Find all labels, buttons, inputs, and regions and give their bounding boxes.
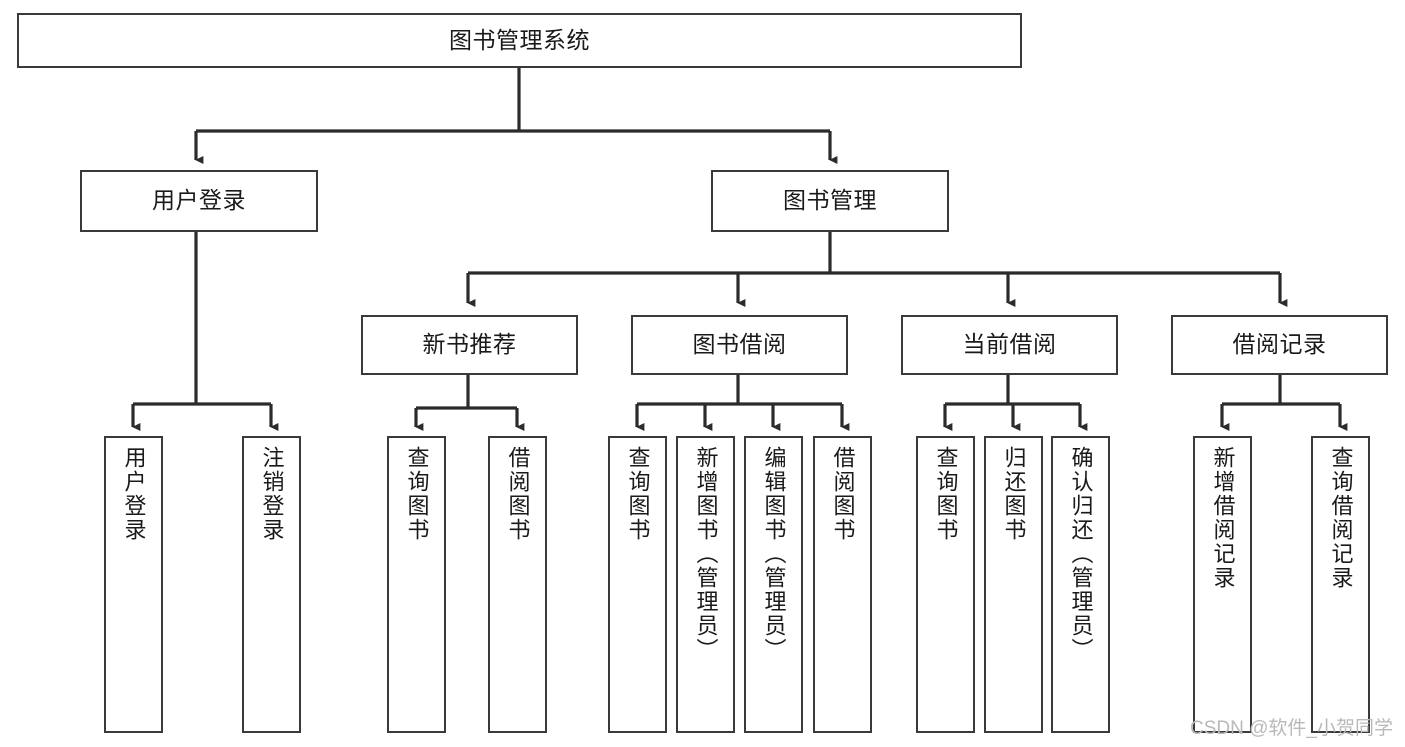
node-leaf-book-borrow-add[interactable]: 新增图书（管理员） [676,436,735,733]
node-book-borrow-label: 图书借阅 [692,331,787,358]
node-leaf-label: 查询借阅记录 [1328,446,1354,590]
node-leaf-label: 查询图书 [625,446,651,542]
node-leaf-label: 编辑图书（管理员） [761,446,787,662]
node-book-borrow[interactable]: 图书借阅 [631,315,848,375]
node-leaf-label: 查询图书 [933,446,959,542]
node-new-book-recommend[interactable]: 新书推荐 [361,315,578,375]
node-user-login[interactable]: 用户登录 [80,170,318,232]
node-root-label: 图书管理系统 [449,26,590,53]
node-leaf-current-borrow-confirm[interactable]: 确认归还（管理员） [1051,436,1110,733]
node-leaf-label: 新增借阅记录 [1210,446,1236,590]
node-leaf-label: 查询图书 [404,446,430,542]
node-leaf-label: 确认归还（管理员） [1068,446,1094,662]
node-leaf-label: 借阅图书 [830,446,856,542]
node-borrow-record-label: 借阅记录 [1232,331,1327,358]
node-root[interactable]: 图书管理系统 [17,13,1022,68]
node-user-login-label: 用户登录 [152,187,246,214]
node-book-management[interactable]: 图书管理 [711,170,949,232]
node-leaf-label: 新增图书（管理员） [693,446,719,662]
node-leaf-current-borrow-query[interactable]: 查询图书 [916,436,975,733]
node-new-book-recommend-label: 新书推荐 [422,331,517,358]
node-leaf-book-borrow-edit[interactable]: 编辑图书（管理员） [744,436,803,733]
node-leaf-borrow-record-query[interactable]: 查询借阅记录 [1311,436,1370,733]
node-leaf-label: 用户登录 [121,446,147,542]
node-leaf-book-borrow-query[interactable]: 查询图书 [608,436,667,733]
node-leaf-current-borrow-return[interactable]: 归还图书 [984,436,1043,733]
node-book-management-label: 图书管理 [783,187,877,214]
node-current-borrow[interactable]: 当前借阅 [901,315,1118,375]
node-leaf-book-borrow-borrow[interactable]: 借阅图书 [813,436,872,733]
node-leaf-new-book-borrow[interactable]: 借阅图书 [488,436,547,733]
node-leaf-borrow-record-add[interactable]: 新增借阅记录 [1193,436,1252,733]
node-leaf-label: 借阅图书 [505,446,531,542]
node-leaf-label: 归还图书 [1001,446,1027,542]
node-leaf-label: 注销登录 [259,446,285,542]
node-borrow-record[interactable]: 借阅记录 [1171,315,1388,375]
node-leaf-user-login-logout[interactable]: 注销登录 [242,436,301,733]
node-leaf-user-login-login[interactable]: 用户登录 [104,436,163,733]
node-current-borrow-label: 当前借阅 [962,331,1057,358]
node-leaf-new-book-query[interactable]: 查询图书 [387,436,446,733]
